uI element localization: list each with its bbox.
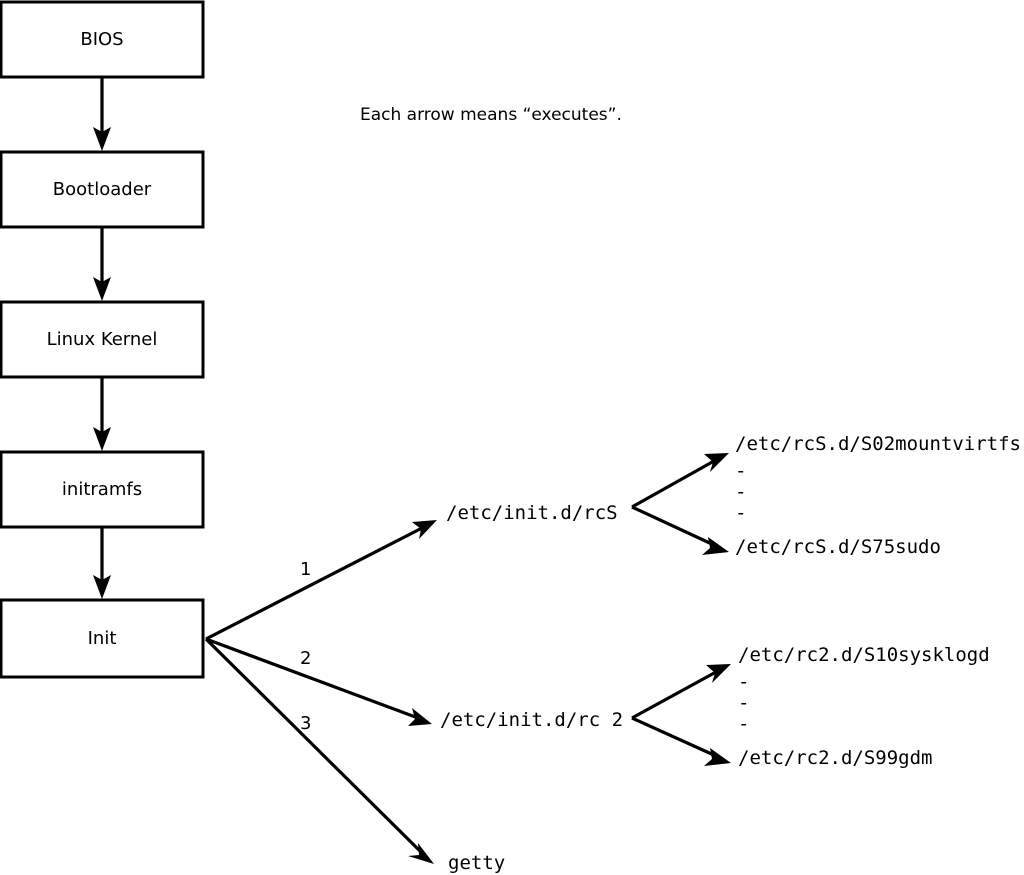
node-init-d-rcs-label[interactable]: /etc/init.d/rcS bbox=[446, 502, 618, 524]
edge-number-3: 3 bbox=[300, 713, 311, 734]
node-linux-kernel-label: Linux Kernel bbox=[47, 329, 158, 350]
script-rc2-first: /etc/rc2.d/S10sysklogd bbox=[738, 644, 990, 666]
edge-rcs-to-first-script bbox=[631, 453, 729, 509]
edge-number-2: 2 bbox=[300, 648, 311, 669]
node-initramfs-label: initramfs bbox=[62, 479, 142, 500]
edge-bootloader-to-kernel bbox=[93, 227, 111, 301]
arrow-head-icon bbox=[93, 127, 111, 151]
edge-rc2-to-last-script bbox=[631, 716, 731, 766]
edge-number-1: 1 bbox=[300, 559, 311, 580]
arrow-head-icon bbox=[93, 427, 111, 451]
node-bootloader[interactable]: Bootloader bbox=[0, 150, 205, 229]
script-rc2-last: /etc/rc2.d/S99gdm bbox=[738, 747, 932, 769]
node-init[interactable]: Init bbox=[0, 598, 205, 679]
node-initramfs[interactable]: initramfs bbox=[0, 450, 205, 529]
script-rcs-first: /etc/rcS.d/S02mountvirtfs bbox=[735, 433, 1021, 455]
arrow-head-icon bbox=[93, 277, 111, 301]
edge-rc2-to-first-script bbox=[631, 664, 731, 720]
node-init-label: Init bbox=[88, 628, 117, 649]
node-bios-label: BIOS bbox=[80, 29, 123, 50]
edge-init-to-rcs bbox=[205, 520, 437, 641]
script-rcs-last: /etc/rcS.d/S75sudo bbox=[735, 536, 941, 558]
ellipsis-dash: - bbox=[738, 692, 749, 714]
node-bootloader-label: Bootloader bbox=[53, 179, 152, 200]
ellipsis-dash: - bbox=[738, 671, 749, 693]
node-bios[interactable]: BIOS bbox=[0, 0, 205, 79]
ellipsis-dash: - bbox=[738, 713, 749, 735]
diagram-caption: Each arrow means “executes”. bbox=[360, 105, 622, 125]
node-init-d-rc2-label[interactable]: /etc/init.d/rc 2 bbox=[440, 709, 623, 731]
arrow-head-icon bbox=[408, 708, 432, 726]
arrow-head-icon bbox=[408, 843, 434, 864]
ellipsis-dash: - bbox=[735, 502, 746, 524]
arrow-head-icon bbox=[702, 537, 729, 555]
edge-kernel-to-initramfs bbox=[93, 377, 111, 451]
ellipsis-dash: - bbox=[735, 460, 746, 482]
arrow-head-icon bbox=[93, 575, 111, 599]
node-linux-kernel[interactable]: Linux Kernel bbox=[0, 300, 205, 379]
ellipsis-dash: - bbox=[735, 481, 746, 503]
arrow-head-icon bbox=[704, 748, 731, 766]
edge-initramfs-to-init bbox=[93, 527, 111, 599]
arrow-head-icon bbox=[706, 664, 731, 683]
arrow-head-icon bbox=[412, 520, 437, 539]
edge-rcs-to-last-script bbox=[631, 505, 729, 555]
edge-bios-to-bootloader bbox=[93, 77, 111, 151]
edge-init-to-getty bbox=[204, 637, 434, 864]
edge-init-to-rc2 bbox=[205, 637, 432, 726]
arrow-head-icon bbox=[704, 453, 729, 472]
node-getty-label[interactable]: getty bbox=[448, 852, 505, 874]
